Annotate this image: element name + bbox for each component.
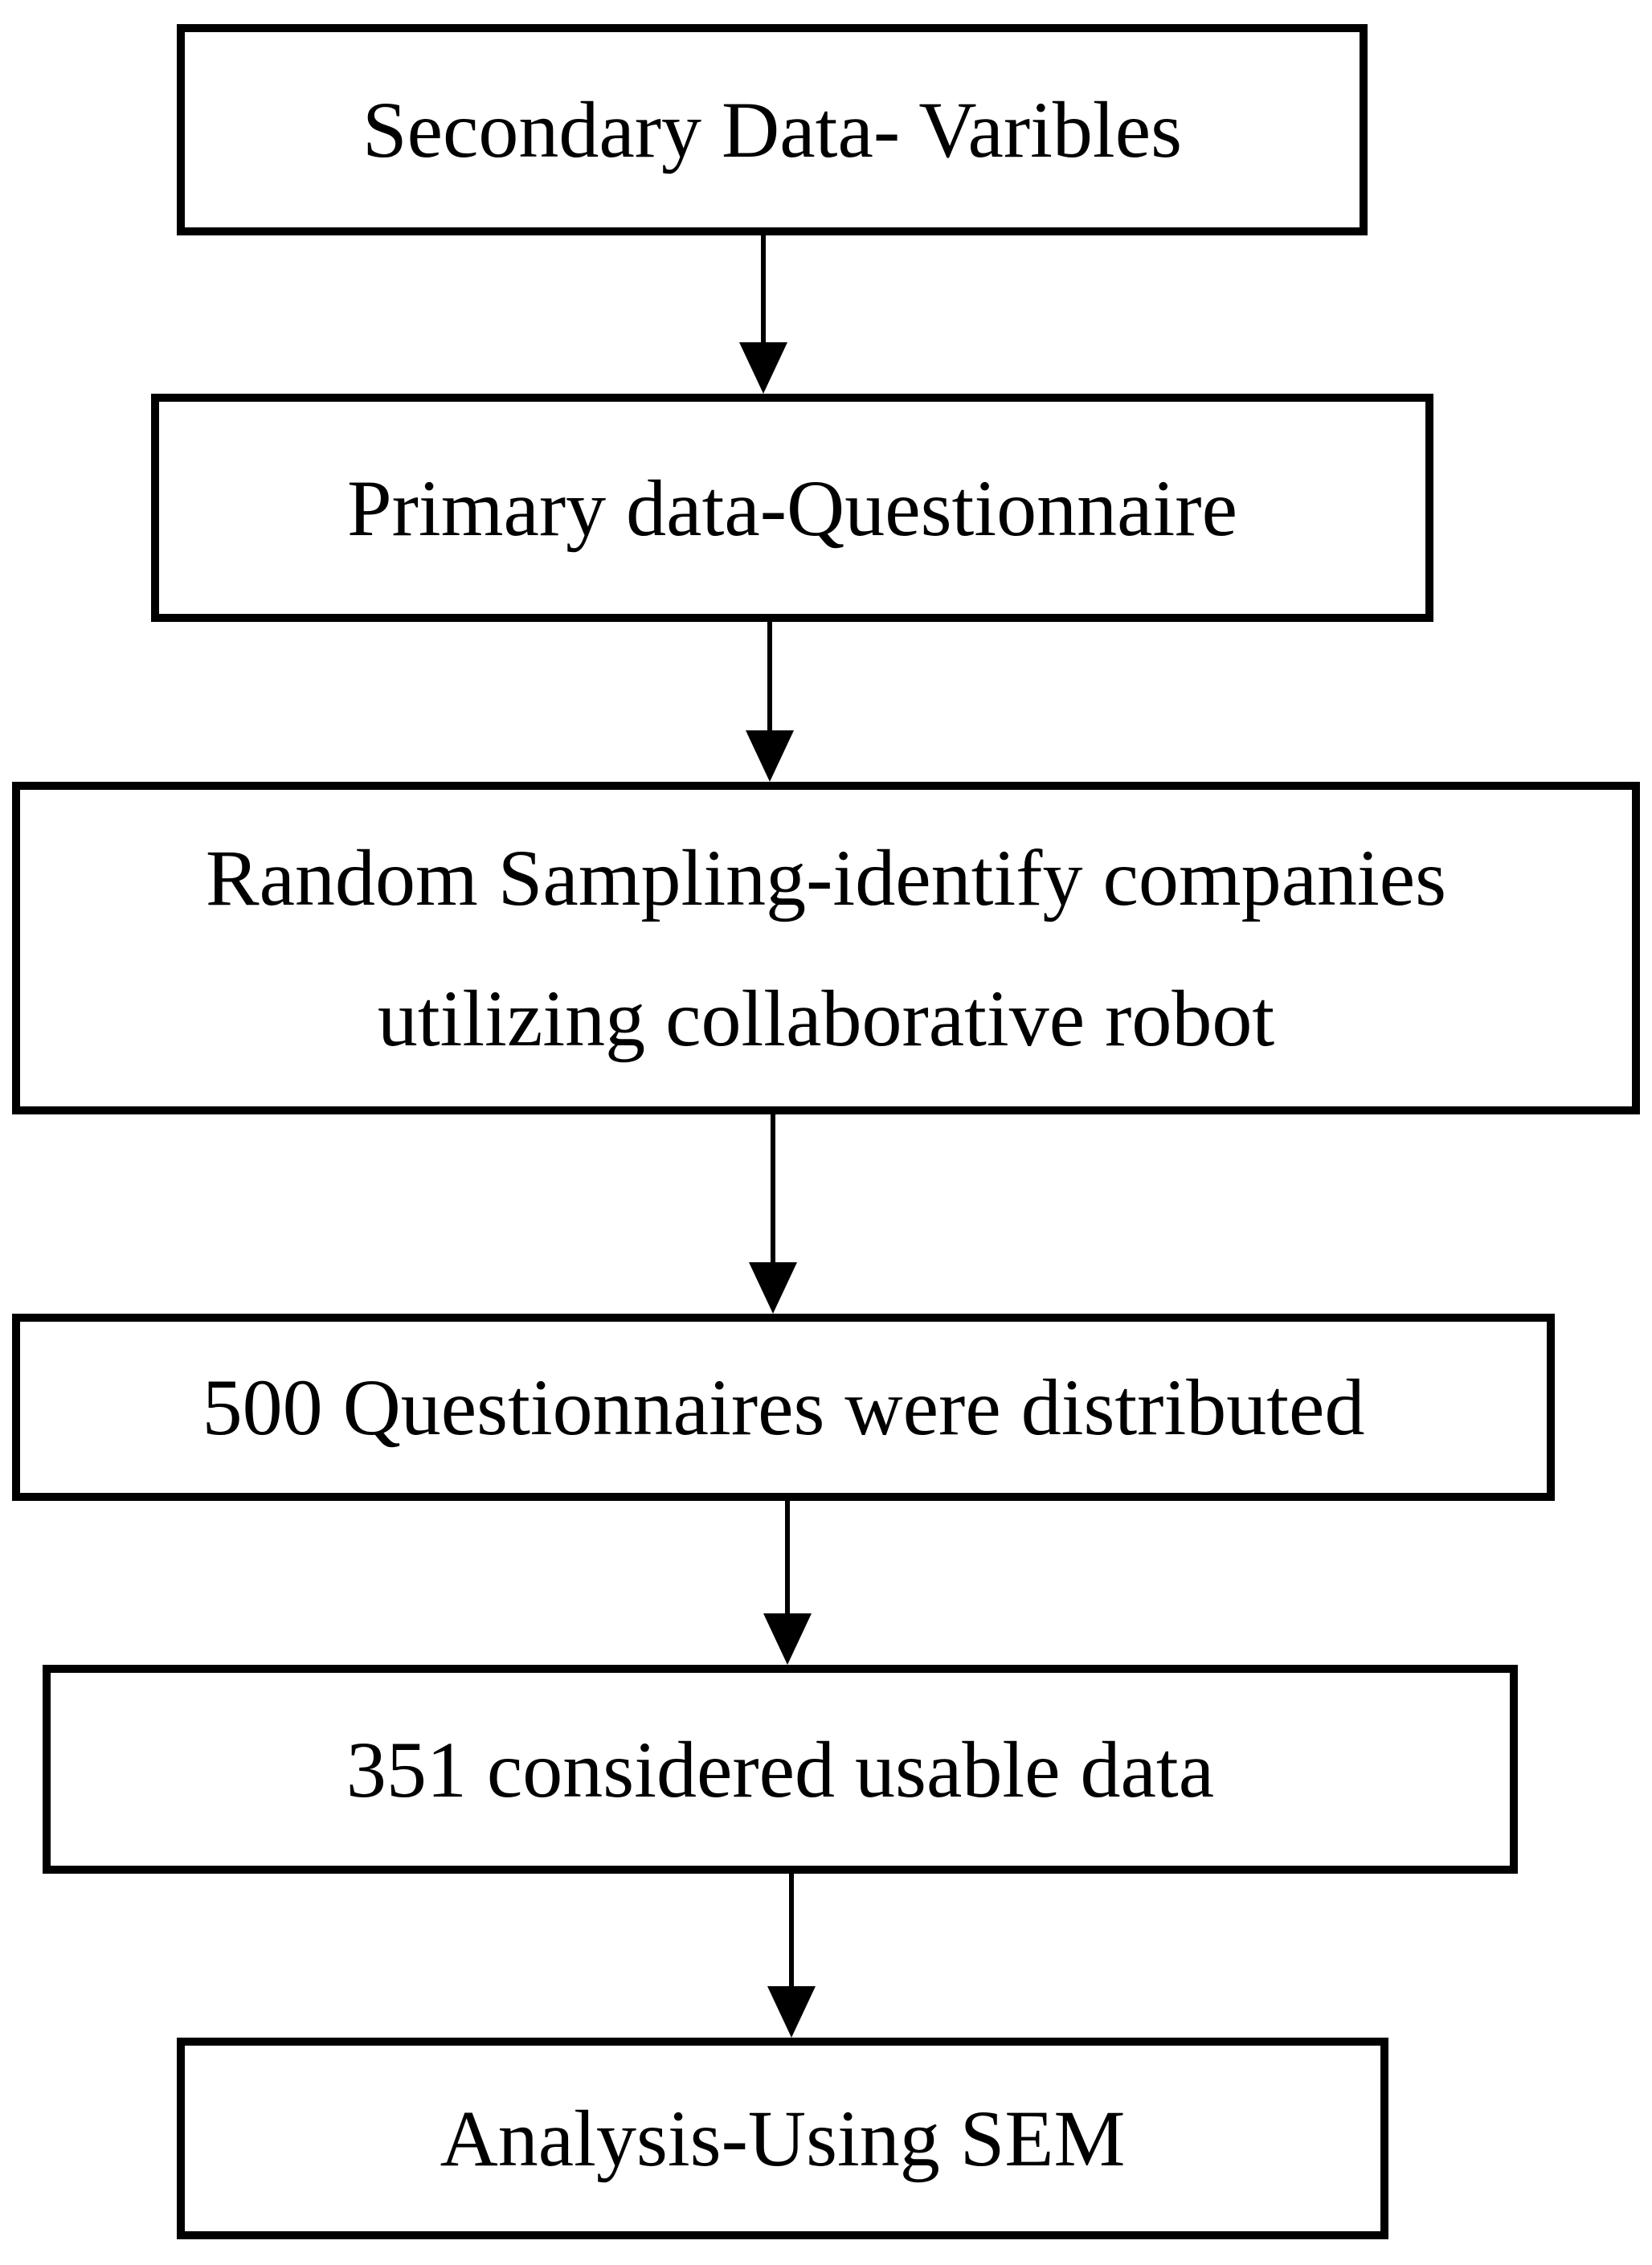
arrow-shaft [767, 622, 772, 730]
arrow-down-icon [746, 730, 794, 782]
arrow-shaft [761, 235, 766, 342]
flow-arrow-1 [739, 235, 787, 394]
flow-arrow-3 [749, 1114, 797, 1314]
flow-step-label: Analysis-Using SEM [440, 2094, 1126, 2183]
flow-step-questionnaires-distributed: 500 Questionnaires were distributed [12, 1314, 1555, 1501]
flow-step-label: Random Sampling-identify companies utili… [205, 833, 1447, 1063]
arrow-shaft [789, 1874, 794, 1986]
flow-step-usable-data: 351 considered usable data [43, 1665, 1518, 1874]
flow-step-label: 500 Questionnaires were distributed [202, 1363, 1365, 1452]
arrow-down-icon [749, 1262, 797, 1314]
arrow-down-icon [739, 342, 787, 394]
flow-step-random-sampling: Random Sampling-identify companies utili… [12, 782, 1640, 1114]
flow-step-label: 351 considered usable data [346, 1724, 1215, 1814]
flow-step-label: Secondary Data- Varibles [362, 85, 1183, 174]
arrow-down-icon [763, 1613, 812, 1665]
flow-step-secondary-data: Secondary Data- Varibles [177, 24, 1368, 235]
flow-arrow-5 [767, 1874, 816, 2038]
flow-arrow-2 [746, 622, 794, 782]
flow-step-primary-data: Primary data-Questionnaire [151, 394, 1433, 622]
flow-arrow-4 [763, 1501, 812, 1665]
arrow-shaft [771, 1114, 775, 1262]
flow-step-label: Primary data-Questionnaire [347, 463, 1237, 553]
arrow-down-icon [767, 1986, 816, 2038]
flow-step-analysis-sem: Analysis-Using SEM [177, 2038, 1388, 2239]
arrow-shaft [785, 1501, 790, 1613]
